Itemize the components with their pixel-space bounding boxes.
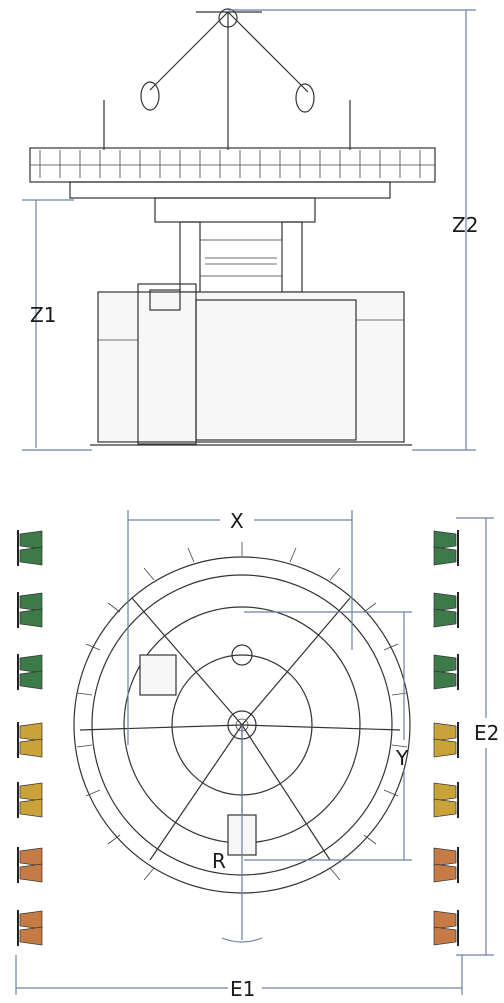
creel-right: [433, 530, 459, 946]
top-view: X Y R E1 E2: [15, 509, 499, 1001]
e2-dimension: E2: [456, 517, 499, 956]
creel-bobbin-6: [17, 847, 43, 883]
feeder-ring: [29, 147, 436, 199]
feeders-rim: [76, 542, 408, 881]
z2-dimension: Z2: [228, 9, 478, 451]
creel-left: [17, 530, 43, 946]
creel-bobbin-7: [433, 910, 459, 946]
creel-bobbin-4: [433, 722, 459, 758]
control-panel: [139, 654, 177, 696]
x-label: X: [230, 509, 244, 533]
creel-bobbin-1: [17, 530, 43, 566]
z2-label: Z2: [452, 213, 478, 237]
r-dimension: R: [212, 725, 263, 943]
creel-bobbin-2: [17, 592, 43, 628]
e1-label: E1: [230, 977, 255, 1001]
e1-dimension: E1: [15, 955, 463, 1001]
creel-bobbin-3: [433, 654, 459, 690]
front-view: Z1 Z2: [22, 8, 478, 451]
creel-bobbin-7: [17, 910, 43, 946]
creel-bobbin-4: [17, 722, 43, 758]
z1-dimension: Z1: [22, 199, 92, 451]
yarn-stand: [103, 8, 351, 150]
creel-bobbin-5: [433, 782, 459, 818]
creel-bobbin-1: [433, 530, 459, 566]
creel-bobbin-5: [17, 782, 43, 818]
creel-bobbin-3: [17, 654, 43, 690]
upper-frame: [154, 197, 316, 293]
creel-bobbin-6: [433, 847, 459, 883]
y-label: Y: [395, 746, 409, 770]
r-label: R: [212, 849, 226, 873]
y-dimension: Y: [244, 611, 412, 861]
x-dimension: X: [127, 509, 353, 745]
e2-label: E2: [474, 721, 499, 745]
z1-label: Z1: [30, 303, 56, 327]
creel-bobbin-2: [433, 592, 459, 628]
base-cabinet: [90, 283, 412, 446]
